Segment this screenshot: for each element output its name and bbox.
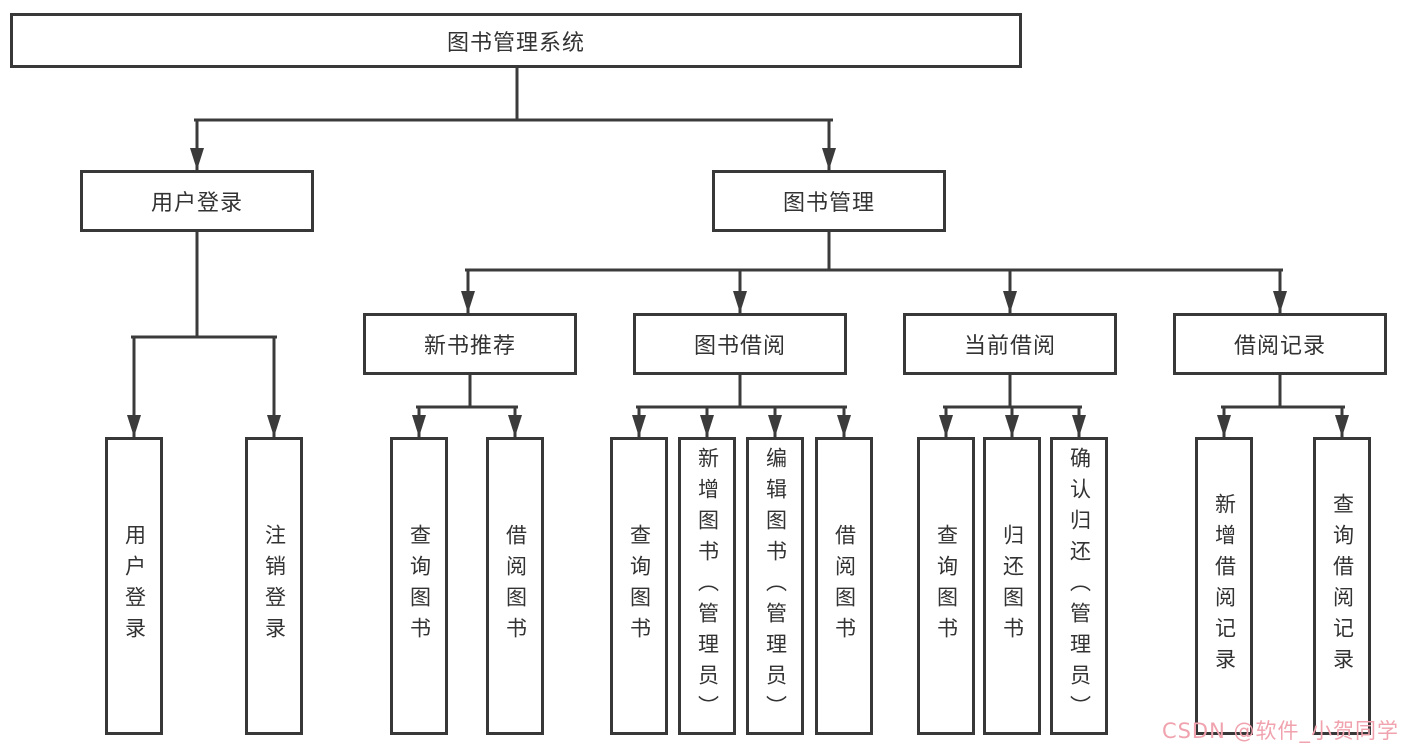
leaf-borrow-query-book: 查询图书 xyxy=(610,437,668,735)
leaf-logout-login: 注销登录 xyxy=(245,437,303,735)
leaf-borrow-borrow-book: 借阅图书 xyxy=(815,437,873,735)
leaf-newrec-borrow-book: 借阅图书 xyxy=(486,437,544,735)
leaf-borrow-add-book-admin: 新增图书（管理员） xyxy=(678,437,736,735)
node-book-management: 图书管理 xyxy=(712,170,946,232)
node-new-book-recommend-label: 新书推荐 xyxy=(423,334,516,359)
node-user-login-label: 用户登录 xyxy=(150,191,243,216)
leaf-record-query-borrow-record-label: 查询借阅记录 xyxy=(1330,493,1355,679)
leaf-current-query-book-label: 查询图书 xyxy=(934,524,959,648)
leaf-borrow-query-book-label: 查询图书 xyxy=(627,524,652,648)
leaf-record-add-borrow-record: 新增借阅记录 xyxy=(1195,437,1253,735)
node-user-login: 用户登录 xyxy=(80,170,314,232)
node-new-book-recommend: 新书推荐 xyxy=(363,313,577,375)
leaf-current-query-book: 查询图书 xyxy=(917,437,975,735)
node-borrow-record-label: 借阅记录 xyxy=(1233,334,1326,359)
leaf-borrow-edit-book-admin-label: 编辑图书（管理员） xyxy=(763,446,788,726)
leaf-current-confirm-return-admin-label: 确认归还（管理员） xyxy=(1067,446,1092,726)
node-root: 图书管理系统 xyxy=(10,13,1022,68)
leaf-logout-login-label: 注销登录 xyxy=(262,524,287,648)
leaf-borrow-borrow-book-label: 借阅图书 xyxy=(832,524,857,648)
node-current-borrow: 当前借阅 xyxy=(903,313,1117,375)
leaf-current-return-book-label: 归还图书 xyxy=(1000,524,1025,648)
node-book-management-label: 图书管理 xyxy=(782,191,875,216)
leaf-record-query-borrow-record: 查询借阅记录 xyxy=(1313,437,1371,735)
node-current-borrow-label: 当前借阅 xyxy=(963,334,1056,359)
node-book-borrow: 图书借阅 xyxy=(633,313,847,375)
leaf-user-login-label: 用户登录 xyxy=(122,524,147,648)
leaf-borrow-add-book-admin-label: 新增图书（管理员） xyxy=(695,446,720,726)
csdn-watermark: CSDN @软件_小贺同学 xyxy=(1161,719,1399,743)
node-borrow-record: 借阅记录 xyxy=(1173,313,1387,375)
leaf-user-login: 用户登录 xyxy=(105,437,163,735)
leaf-record-add-borrow-record-label: 新增借阅记录 xyxy=(1212,493,1237,679)
node-book-borrow-label: 图书借阅 xyxy=(693,334,786,359)
leaf-current-confirm-return-admin: 确认归还（管理员） xyxy=(1050,437,1108,735)
leaf-newrec-query-book: 查询图书 xyxy=(390,437,448,735)
leaf-current-return-book: 归还图书 xyxy=(983,437,1041,735)
leaf-newrec-borrow-book-label: 借阅图书 xyxy=(503,524,528,648)
leaf-newrec-query-book-label: 查询图书 xyxy=(407,524,432,648)
leaf-borrow-edit-book-admin: 编辑图书（管理员） xyxy=(746,437,804,735)
node-root-label: 图书管理系统 xyxy=(446,30,585,56)
